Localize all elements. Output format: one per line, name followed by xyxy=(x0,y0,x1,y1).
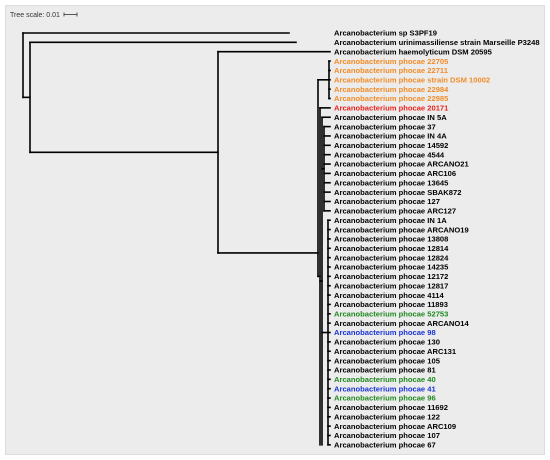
leaf-label: Arcanobacterium phocae 12814 xyxy=(334,244,449,253)
leaf-label: Arcanobacterium phocae 67 xyxy=(334,441,436,450)
leaf-label: Arcanobacterium phocae ARC131 xyxy=(334,347,457,356)
leaf-label: Arcanobacterium phocae IN 1A xyxy=(334,216,447,225)
leaf-label: Arcanobacterium phocae 105 xyxy=(334,356,441,365)
leaf-label: Arcanobacterium phocae 127 xyxy=(334,197,440,206)
leaf-label: Arcanobacterium urinimassiliense strain … xyxy=(334,38,540,47)
leaf-label: Arcanobacterium phocae 13645 xyxy=(334,178,449,187)
leaf-label: Arcanobacterium phocae IN 5A xyxy=(334,113,447,122)
leaf-label: Arcanobacterium phocae ARCANO21 xyxy=(334,160,470,169)
leaf-label: Arcanobacterium phocae 130 xyxy=(334,338,440,347)
leaf-label: Arcanobacterium phocae 12817 xyxy=(334,281,448,290)
leaf-label: Arcanobacterium phocae 11893 xyxy=(334,300,448,309)
leaf-label: Arcanobacterium phocae SBAK872 xyxy=(334,188,461,197)
leaf-label: Arcanobacterium phocae 52753 xyxy=(334,310,448,319)
leaf-label: Arcanobacterium phocae 81 xyxy=(334,366,436,375)
leaf-label: Arcanobacterium phocae 12172 xyxy=(334,272,448,281)
leaf-label: Arcanobacterium phocae ARC127 xyxy=(334,207,456,216)
leaf-label: Arcanobacterium phocae 11692 xyxy=(334,403,448,412)
leaf-label: Arcanobacterium phocae 22985 xyxy=(334,94,449,103)
leaf-label: Arcanobacterium haemolyticum DSM 20595 xyxy=(334,47,493,56)
leaf-label: Arcanobacterium phocae 22984 xyxy=(334,85,449,94)
leaf-label: Arcanobacterium phocae 13808 xyxy=(334,235,448,244)
leaf-label: Arcanobacterium phocae 20171 xyxy=(334,104,449,113)
tree-branches xyxy=(22,32,331,446)
leaf-label: Arcanobacterium phocae 122 xyxy=(334,412,440,421)
scale-bar: Tree scale: 0.01 xyxy=(10,12,78,19)
leaf-label: Arcanobacterium phocae 12824 xyxy=(334,253,449,262)
leaf-label: Arcanobacterium phocae ARCANO19 xyxy=(334,225,469,234)
leaf-label: Arcanobacterium phocae 41 xyxy=(334,384,436,393)
leaf-label: Arcanobacterium phocae 14592 xyxy=(334,141,448,150)
leaf-label: Arcanobacterium phocae 37 xyxy=(334,122,436,131)
leaf-label: Arcanobacterium phocae 22711 xyxy=(334,66,449,75)
leaf-label: Arcanobacterium sp S3PF19 xyxy=(334,29,437,38)
leaf-label: Arcanobacterium phocae 4544 xyxy=(334,150,445,159)
tree-scale-label: Tree scale: 0.01 xyxy=(10,12,60,19)
leaf-label: Arcanobacterium phocae 22705 xyxy=(334,57,449,66)
leaf-label: Arcanobacterium phocae strain DSM 10002 xyxy=(334,76,490,85)
leaf-label: Arcanobacterium phocae ARC106 xyxy=(334,169,456,178)
tree-panel xyxy=(5,5,545,455)
leaf-label: Arcanobacterium phocae 14235 xyxy=(334,263,449,272)
leaf-label: Arcanobacterium phocae 98 xyxy=(334,328,436,337)
leaf-labels: Arcanobacterium sp S3PF19Arcanobacterium… xyxy=(334,29,540,450)
leaf-label: Arcanobacterium phocae 96 xyxy=(334,394,436,403)
leaf-label: Arcanobacterium phocae 107 xyxy=(334,431,440,440)
leaf-label: Arcanobacterium phocae 4114 xyxy=(334,291,445,300)
leaf-label: Arcanobacterium phocae IN 4A xyxy=(334,132,447,141)
leaf-label: Arcanobacterium phocae ARC109 xyxy=(334,422,456,431)
leaf-label: Arcanobacterium phocae 40 xyxy=(334,375,436,384)
leaf-label: Arcanobacterium phocae ARCANO14 xyxy=(334,319,470,328)
